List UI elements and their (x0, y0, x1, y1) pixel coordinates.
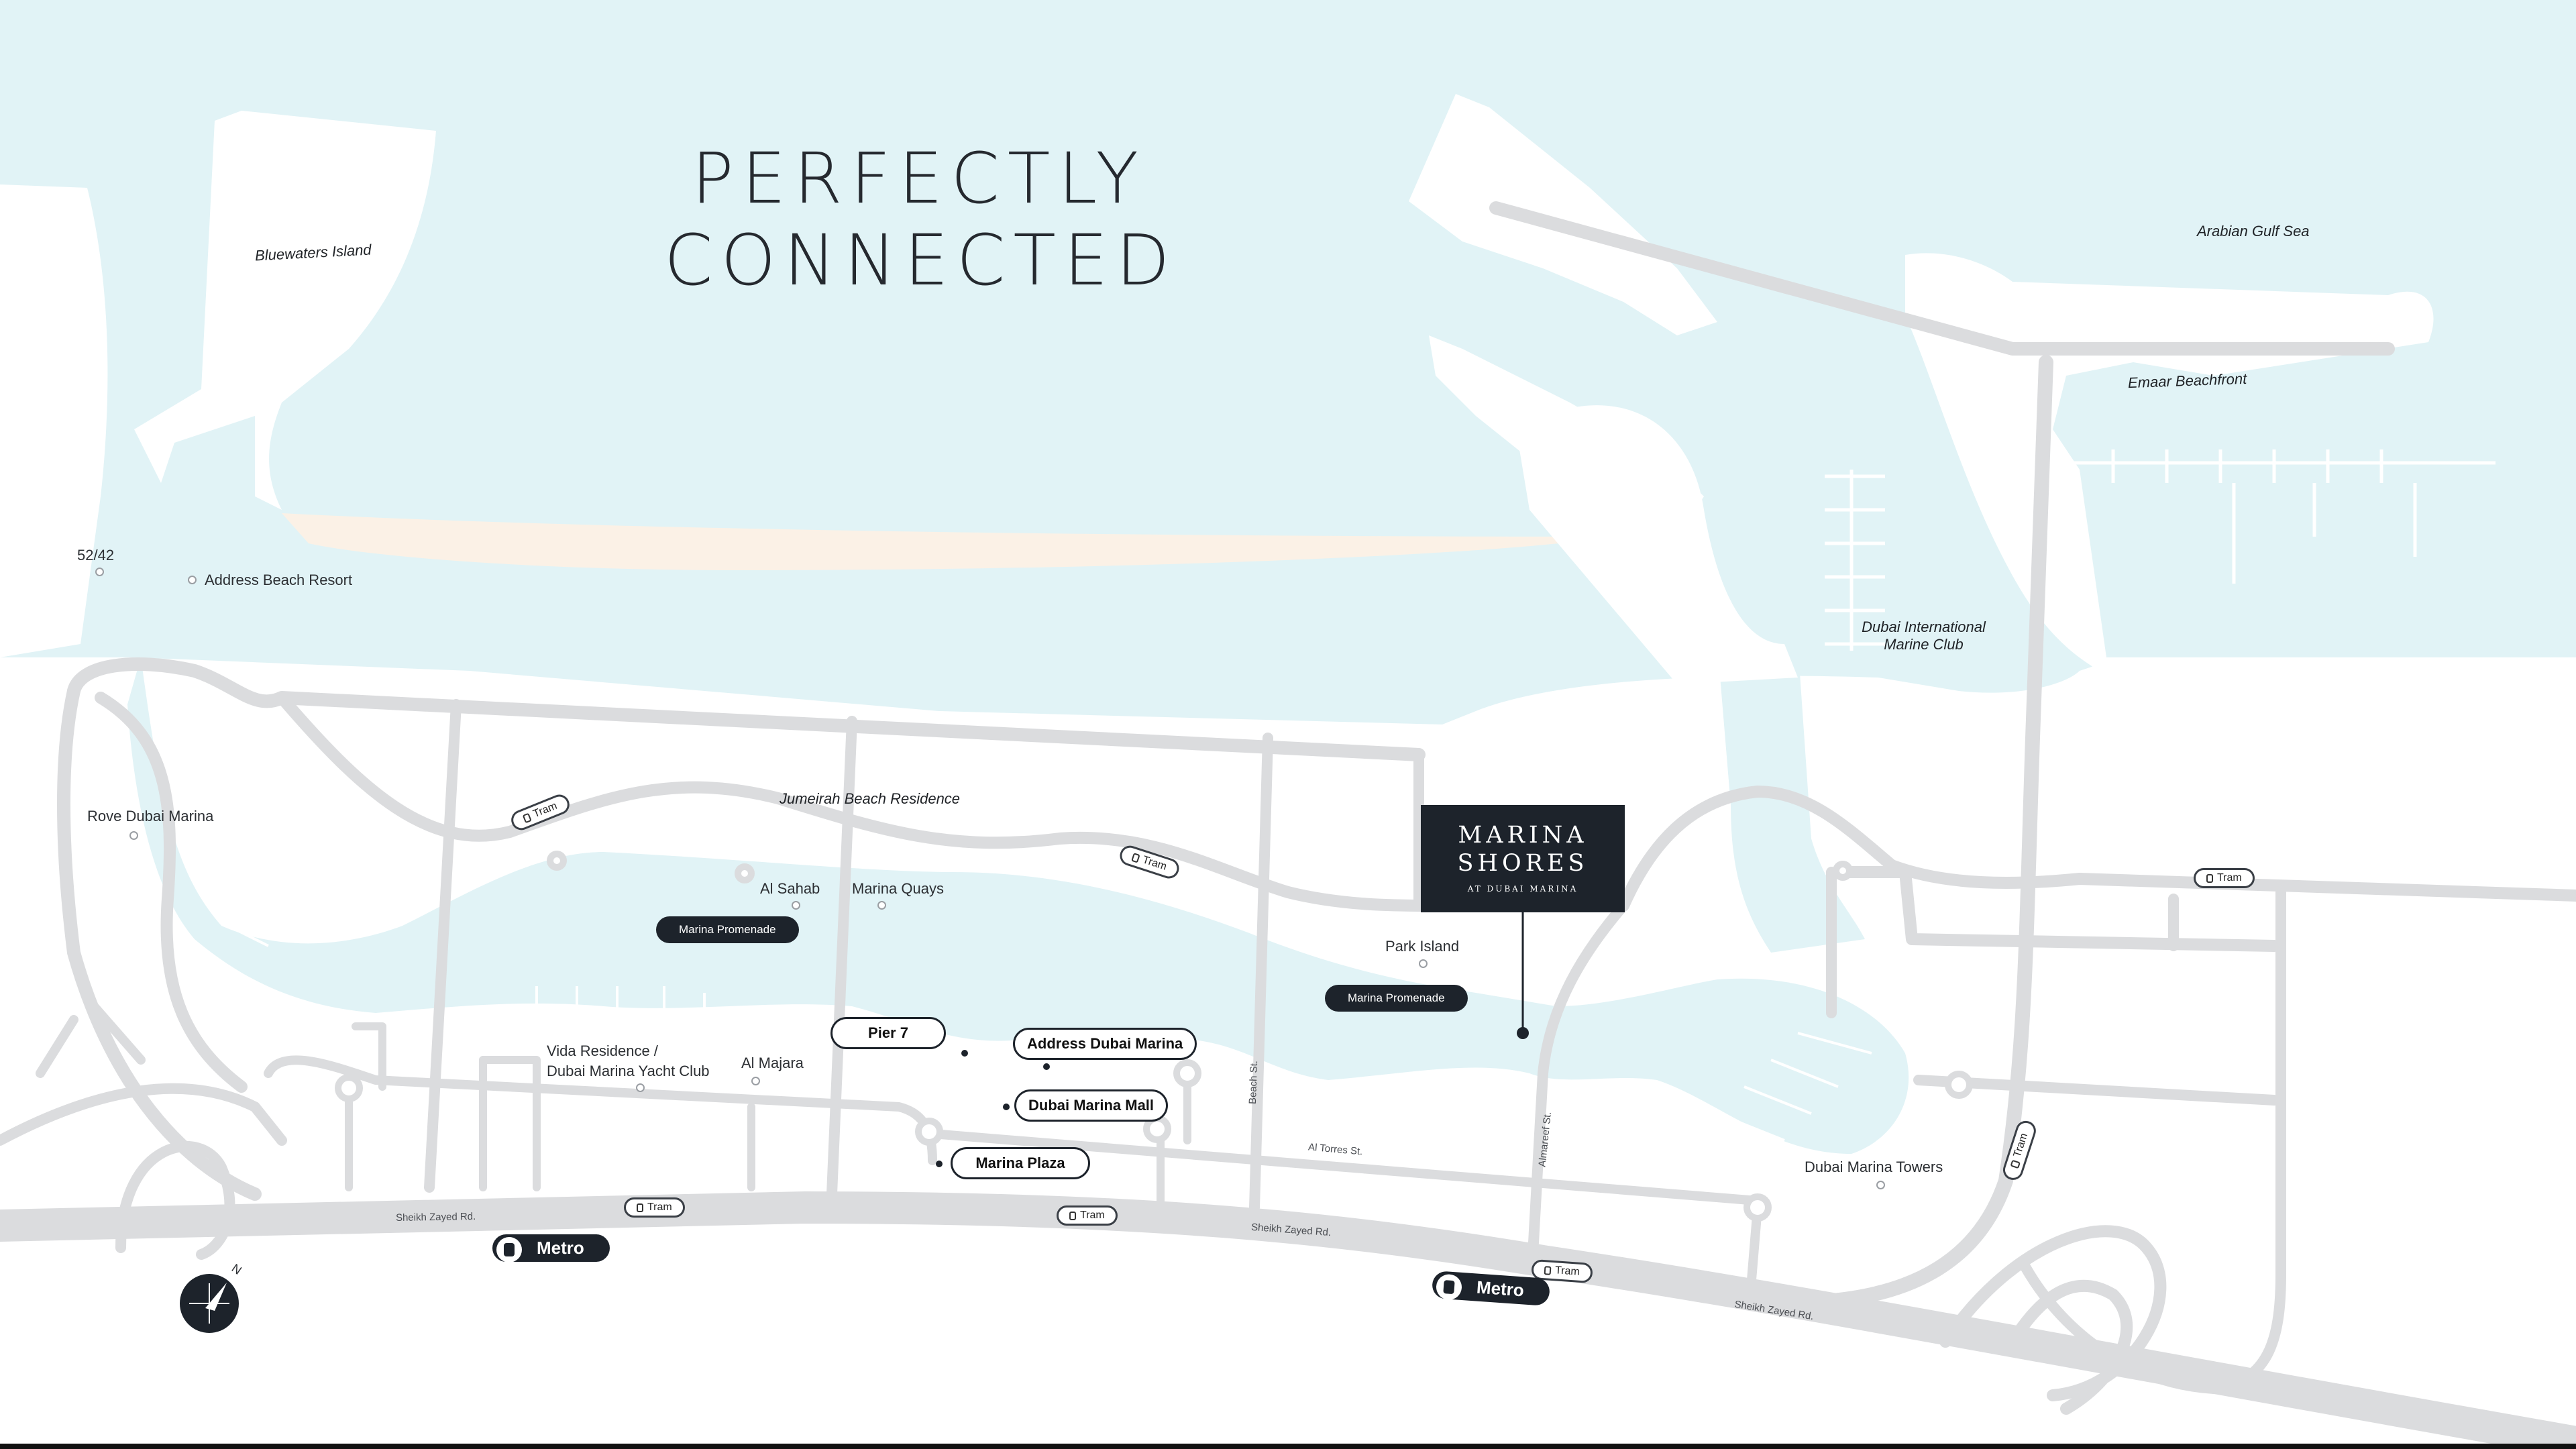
tram-stop-marina-east[interactable]: Tram (2194, 868, 2255, 888)
place-label-vida: Vida Residence / Dubai Marina Yacht Club (547, 1041, 710, 1081)
place-label-al-majara: Al Majara (741, 1055, 804, 1071)
metro-station-west[interactable]: Metro (492, 1234, 610, 1263)
tram-icon (1544, 1265, 1552, 1275)
place-dot-address-beach (188, 576, 197, 584)
place-dot-marina-towers (1876, 1181, 1885, 1189)
landmark-marina-plaza[interactable]: Marina Plaza (951, 1147, 1090, 1179)
compass-icon: N (176, 1261, 244, 1334)
metro-icon (496, 1237, 522, 1263)
breakwater-north (1409, 94, 1717, 335)
harbour-piers (1825, 449, 2496, 651)
area-label-marine-club: Dubai International Marine Club (1862, 619, 1986, 653)
project-marker-card[interactable]: MARINA SHORES AT DUBAI MARINA (1421, 805, 1625, 912)
vida-line-1: Vida Residence / (547, 1042, 658, 1059)
place-label-address-beach: Address Beach Resort (205, 572, 353, 588)
project-name-line-1: MARINA (1458, 822, 1588, 849)
tram-icon (522, 812, 532, 823)
west-coast-land (0, 184, 108, 657)
place-label-park-island: Park Island (1385, 938, 1460, 955)
road-label-beach-st: Beach St. (1246, 1060, 1260, 1105)
marina-water (127, 657, 1909, 1154)
tram-label: Tram (2011, 1132, 2031, 1159)
project-pin (1517, 1027, 1529, 1039)
vida-line-2: Dubai Marina Yacht Club (547, 1063, 710, 1079)
page-title: PERFECTLY CONNECTED (664, 138, 1174, 301)
place-dot-marina-quays (877, 901, 886, 910)
area-label-arabian-gulf: Arabian Gulf Sea (2197, 223, 2310, 239)
project-subtitle: AT DUBAI MARINA (1467, 884, 1578, 894)
bluewaters-island (134, 111, 436, 510)
project-name-line-2: SHORES (1457, 850, 1589, 877)
tram-stop-szr-west[interactable]: Tram (624, 1197, 685, 1218)
landmark-dubai-marina-mall[interactable]: Dubai Marina Mall (1014, 1089, 1169, 1122)
tram-label: Tram (1554, 1265, 1580, 1278)
tram-icon (1131, 852, 1140, 863)
place-label-rove: Rove Dubai Marina (87, 808, 214, 824)
marina-peninsula (1516, 405, 1798, 684)
place-dot-5242 (95, 568, 104, 576)
marine-club-line-2: Marine Club (1884, 636, 1964, 653)
place-label-marina-towers: Dubai Marina Towers (1805, 1159, 1943, 1175)
landmark-address-dubai-marina[interactable]: Address Dubai Marina (1013, 1028, 1197, 1060)
tram-icon (637, 1203, 643, 1212)
road-label-szr-1: Sheikh Zayed Rd. (395, 1210, 476, 1224)
marine-club-line-1: Dubai International (1862, 619, 1986, 635)
place-dot-vida (636, 1083, 645, 1092)
metro-icon (1435, 1273, 1463, 1301)
tram-label: Tram (2217, 872, 2242, 883)
metro-label: Metro (1476, 1277, 1525, 1301)
beach (282, 513, 1610, 570)
metro-label: Metro (537, 1238, 584, 1258)
place-dot-rove (129, 831, 138, 840)
area-label-jbr: Jumeirah Beach Residence (780, 790, 961, 807)
place-label-marina-quays: Marina Quays (852, 880, 944, 897)
place-label-5242: 52/42 (77, 547, 115, 564)
place-dot-park-island (1419, 959, 1428, 968)
landmark-pier-7[interactable]: Pier 7 (830, 1017, 946, 1049)
tram-label: Tram (1141, 854, 1169, 873)
marina-pontoons (214, 891, 1872, 1142)
emaar-beachfront-land (1905, 253, 2576, 672)
emaar-land-bottom (2012, 657, 2576, 1449)
title-line-1: PERFECTLY (691, 138, 1147, 219)
place-dot-al-majara (751, 1077, 760, 1085)
place-dot-al-sahab (792, 901, 800, 910)
promenade-west-pill[interactable]: Marina Promenade (656, 916, 799, 943)
tram-stop-szr-mid[interactable]: Tram (1057, 1205, 1118, 1226)
roundabouts (335, 851, 1973, 1222)
tram-label: Tram (647, 1201, 672, 1213)
promenade-east-pill[interactable]: Marina Promenade (1325, 985, 1468, 1012)
tram-icon (2206, 873, 2213, 883)
tram-label: Tram (1080, 1210, 1105, 1221)
place-label-al-sahab: Al Sahab (760, 880, 820, 897)
title-line-2: CONNECTED (664, 219, 1178, 301)
tram-icon (1069, 1211, 1076, 1220)
tram-icon (2010, 1159, 2021, 1169)
